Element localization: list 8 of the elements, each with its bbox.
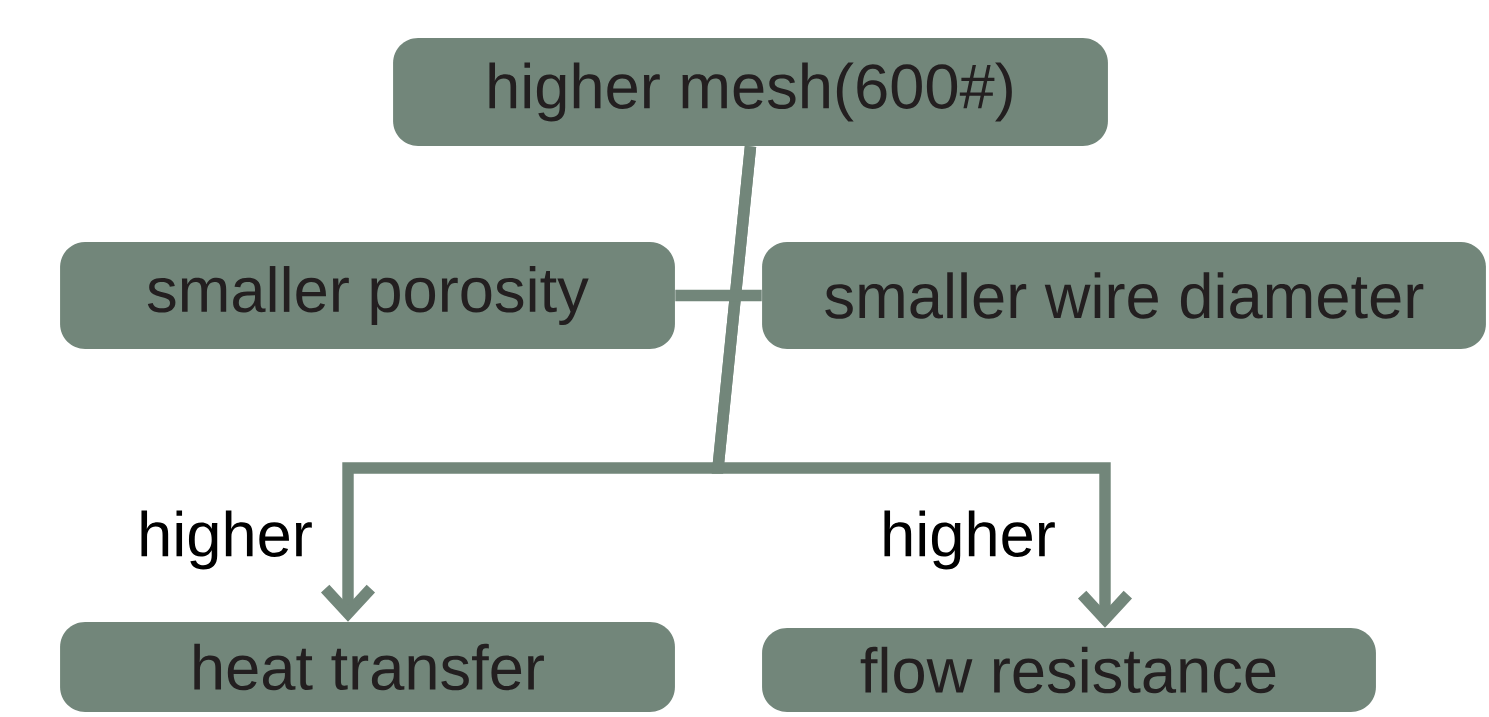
process-box: smaller wire diameter <box>762 242 1486 349</box>
edge-label: higher <box>878 508 1058 572</box>
edge-label: higher <box>135 508 315 572</box>
process-box: higher mesh(600#) <box>393 38 1108 146</box>
process-box: smaller porosity <box>60 242 675 349</box>
process-box: heat transfer <box>60 622 675 712</box>
arrow <box>711 145 1133 628</box>
process-box: flow resistance <box>762 628 1376 712</box>
